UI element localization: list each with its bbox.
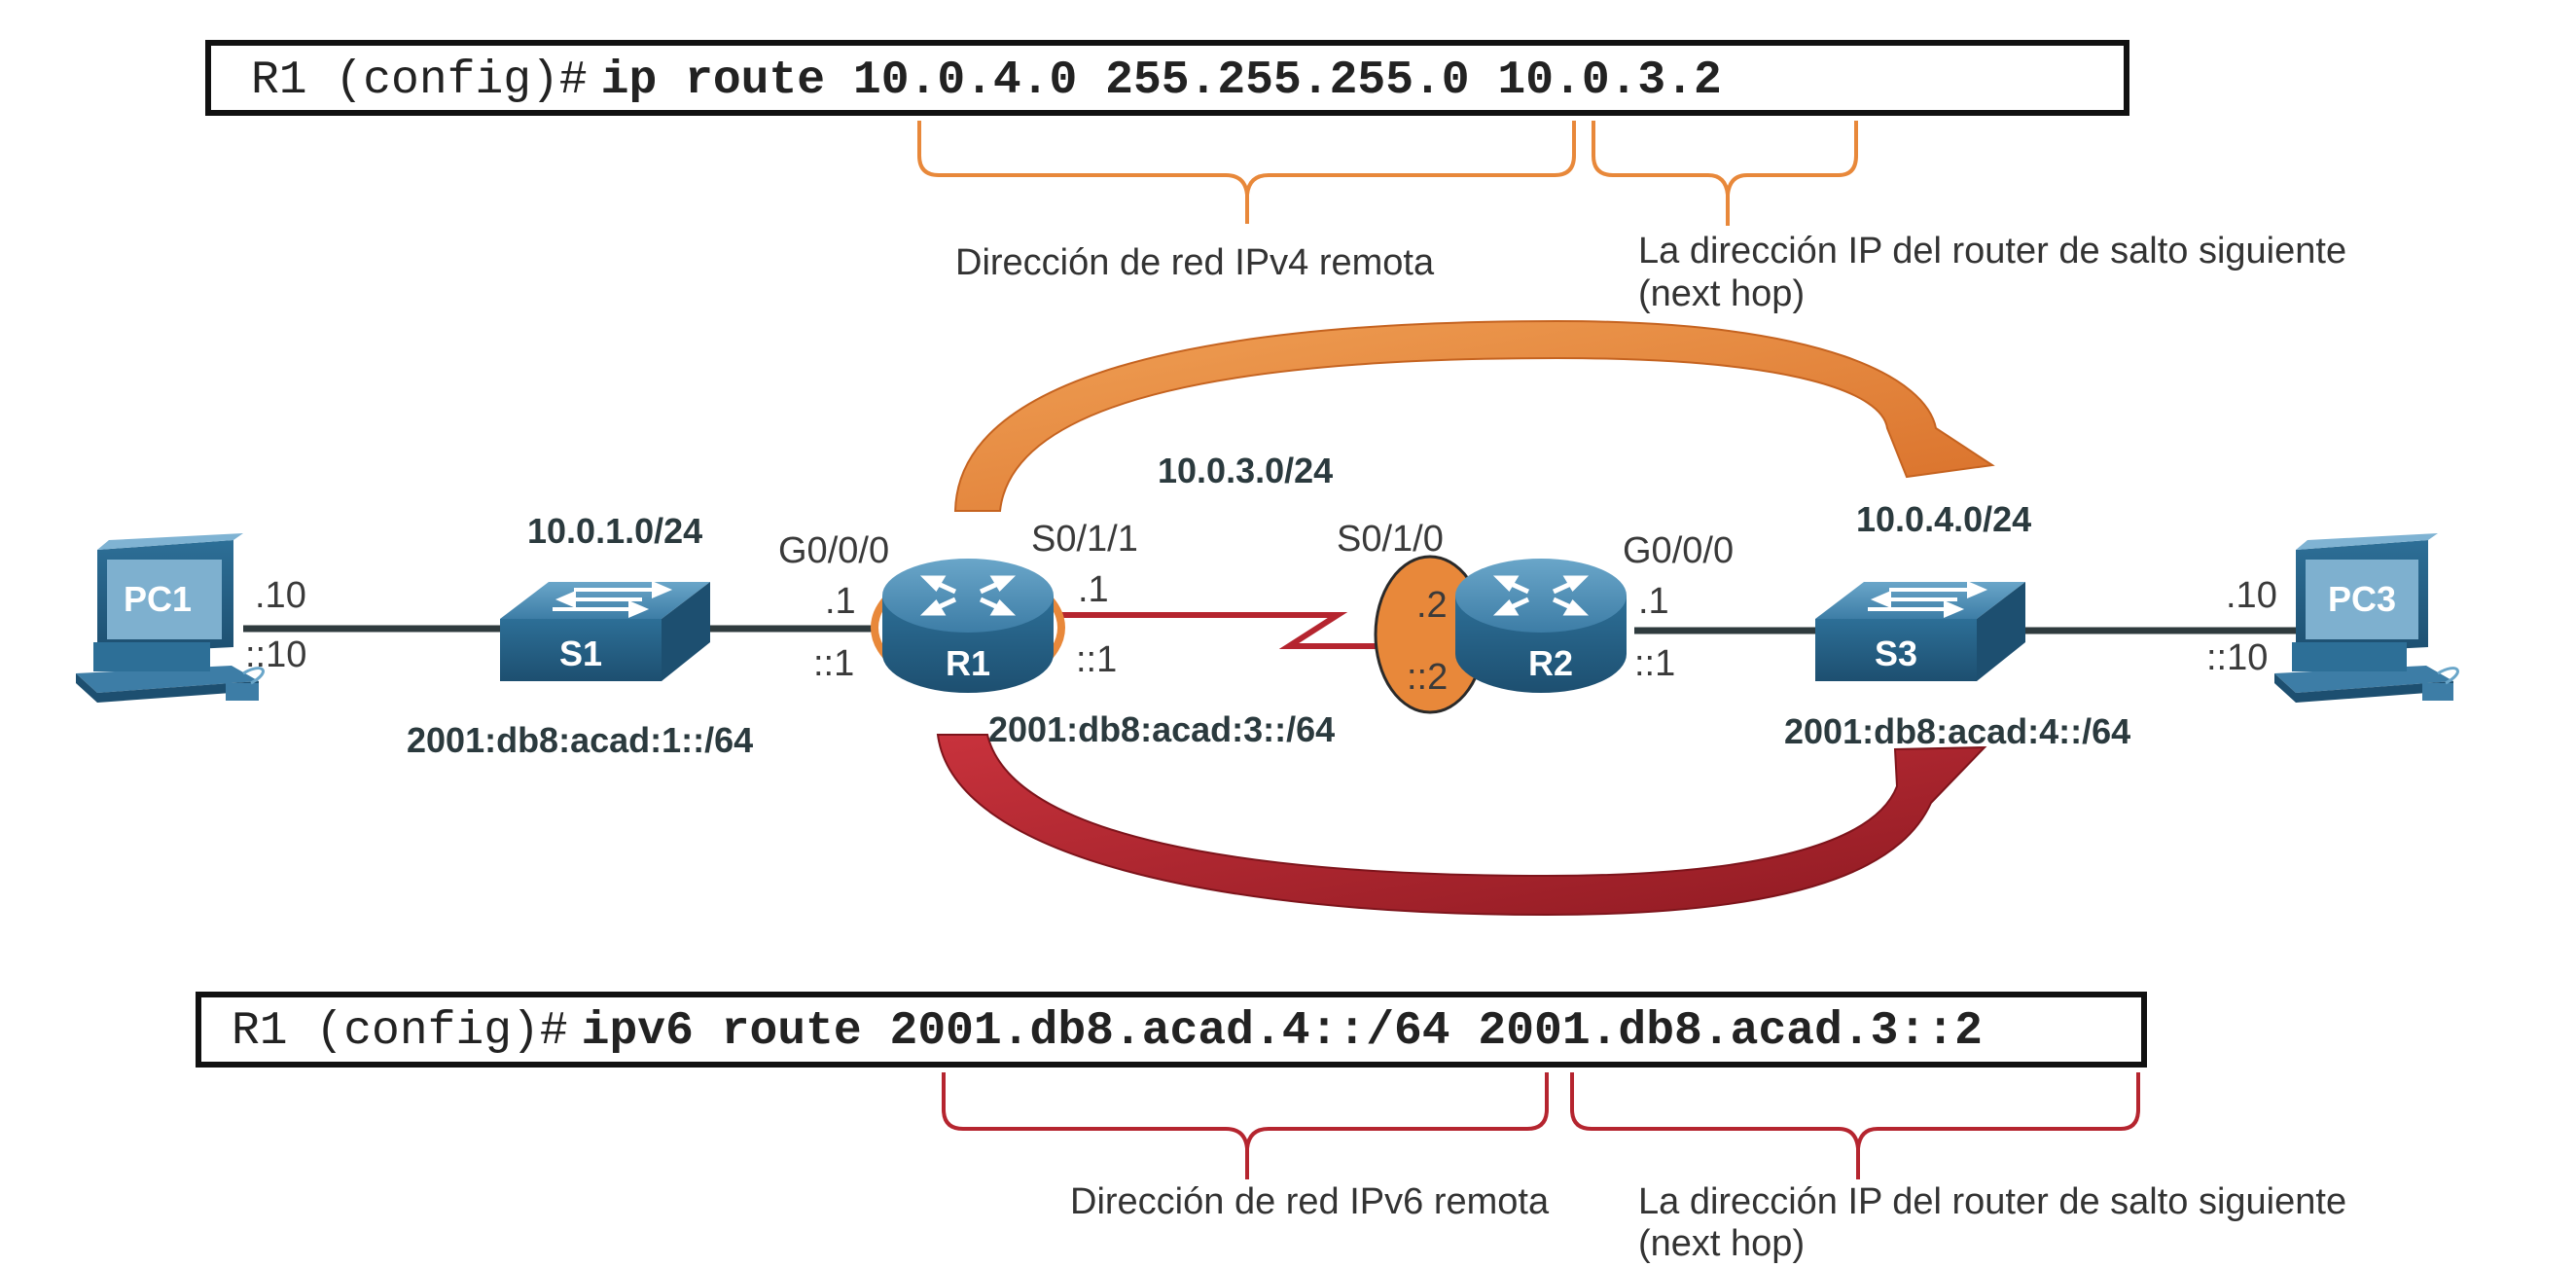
r2-g000-interface: G0/0/0 xyxy=(1623,530,1734,571)
ipv4-route-arrow xyxy=(953,319,1995,512)
ipv4-nexthop-annotation-line2: (next hop) xyxy=(1638,273,1805,314)
pc1-ipv4-host: .10 xyxy=(255,575,306,616)
ipv4-command-line: R1 (config)#ip route 10.0.4.0 255.255.25… xyxy=(251,54,1722,107)
ipv6-network-brace xyxy=(942,1072,1549,1179)
ipv6-nexthop-annotation-line2: (next hop) xyxy=(1638,1223,1805,1264)
s1-switch: S1 xyxy=(500,580,710,681)
ipv6-command: ipv6 route 2001.db8.acad.4::/64 2001.db8… xyxy=(582,1005,1983,1058)
pc1-ipv6-host: ::10 xyxy=(245,634,306,675)
wan-ipv6-network: 2001:db8:acad:3::/64 xyxy=(988,709,1335,749)
ipv4-command-box: R1 (config)#ip route 10.0.4.0 255.255.25… xyxy=(205,40,2129,116)
ipv4-nexthop-brace xyxy=(1592,121,1858,226)
network-links xyxy=(243,612,2306,649)
r1-s-ipv4-host: .1 xyxy=(1078,569,1109,610)
ipv6-route-arrow xyxy=(936,734,1987,917)
r2-g-ipv6-host: ::1 xyxy=(1634,643,1675,684)
ipv6-command-line: R1 (config)# ipv6 route 2001.db8.acad.4::… xyxy=(232,1005,1983,1058)
pc3-device: PC3 xyxy=(2274,533,2459,703)
ipv4-network-annotation: Dirección de red IPv4 remota xyxy=(955,242,1435,283)
s1-label: S1 xyxy=(559,634,602,673)
r2-arrows-icon xyxy=(1492,575,1590,616)
r1-arrows-icon xyxy=(919,575,1017,616)
pc3-ipv6-host: ::10 xyxy=(2206,637,2268,678)
wan-ipv4-network: 10.0.3.0/24 xyxy=(1158,451,1333,490)
r1-s-ipv6-host: ::1 xyxy=(1076,639,1117,680)
lan4-ipv4-network: 10.0.4.0/24 xyxy=(1856,499,2031,539)
s3-arrows-icon xyxy=(1868,580,1988,619)
r1-g-ipv6-host: ::1 xyxy=(813,643,854,684)
r2-s-ipv4-host: .2 xyxy=(1416,585,1448,626)
r2-g-ipv4-host: .1 xyxy=(1638,581,1669,622)
r1-g000-interface: G0/0/0 xyxy=(778,530,889,571)
s3-label: S3 xyxy=(1875,634,1917,673)
ipv6-network-annotation: Dirección de red IPv6 remota xyxy=(1070,1181,1550,1222)
r2-router: R2 xyxy=(1455,559,1627,693)
ipv6-nexthop-annotation-line1: La dirección IP del router de salto sigu… xyxy=(1638,1181,2346,1222)
ipv6-command-box: R1 (config)# ipv6 route 2001.db8.acad.4::… xyxy=(196,992,2147,1068)
r2-s010-interface: S0/1/0 xyxy=(1337,519,1444,560)
lan1-ipv6-network: 2001:db8:acad:1::/64 xyxy=(407,720,753,760)
ipv4-nexthop-annotation-line1: La dirección IP del router de salto sigu… xyxy=(1638,231,2346,272)
pc1-device: PC1 xyxy=(76,533,265,703)
r1-router: R1 xyxy=(871,559,1065,693)
pc3-label: PC3 xyxy=(2328,579,2396,619)
r1-label: R1 xyxy=(946,643,990,683)
s3-switch: S3 xyxy=(1815,580,2025,681)
r2-label: R2 xyxy=(1528,643,1573,683)
r2-s-ipv6-host: ::2 xyxy=(1407,657,1448,698)
lan1-ipv4-network: 10.0.1.0/24 xyxy=(527,511,702,551)
lan4-ipv6-network: 2001:db8:acad:4::/64 xyxy=(1784,711,2130,751)
pc3-ipv4-host: .10 xyxy=(2226,575,2277,616)
ipv6-prompt: R1 (config)# xyxy=(232,1005,568,1058)
pc1-label: PC1 xyxy=(124,579,192,619)
pc3-screen-icon xyxy=(2306,560,2418,639)
ipv4-command: ip route 10.0.4.0 255.255.255.0 10.0.3.2 xyxy=(601,54,1722,107)
r1-g-ipv4-host: .1 xyxy=(825,581,856,622)
pc1-screen-icon xyxy=(107,560,222,639)
ipv6-braces xyxy=(942,1072,2140,1179)
r1-s011-interface: S0/1/1 xyxy=(1031,519,1138,560)
ipv6-nexthop-brace xyxy=(1570,1072,2140,1179)
ipv4-prompt: R1 (config)# xyxy=(251,54,588,107)
ipv4-network-brace xyxy=(917,121,1576,224)
ipv4-braces xyxy=(917,121,1858,226)
s1-arrows-icon xyxy=(553,580,673,619)
serial-link-r1-r2 xyxy=(1051,612,1430,649)
